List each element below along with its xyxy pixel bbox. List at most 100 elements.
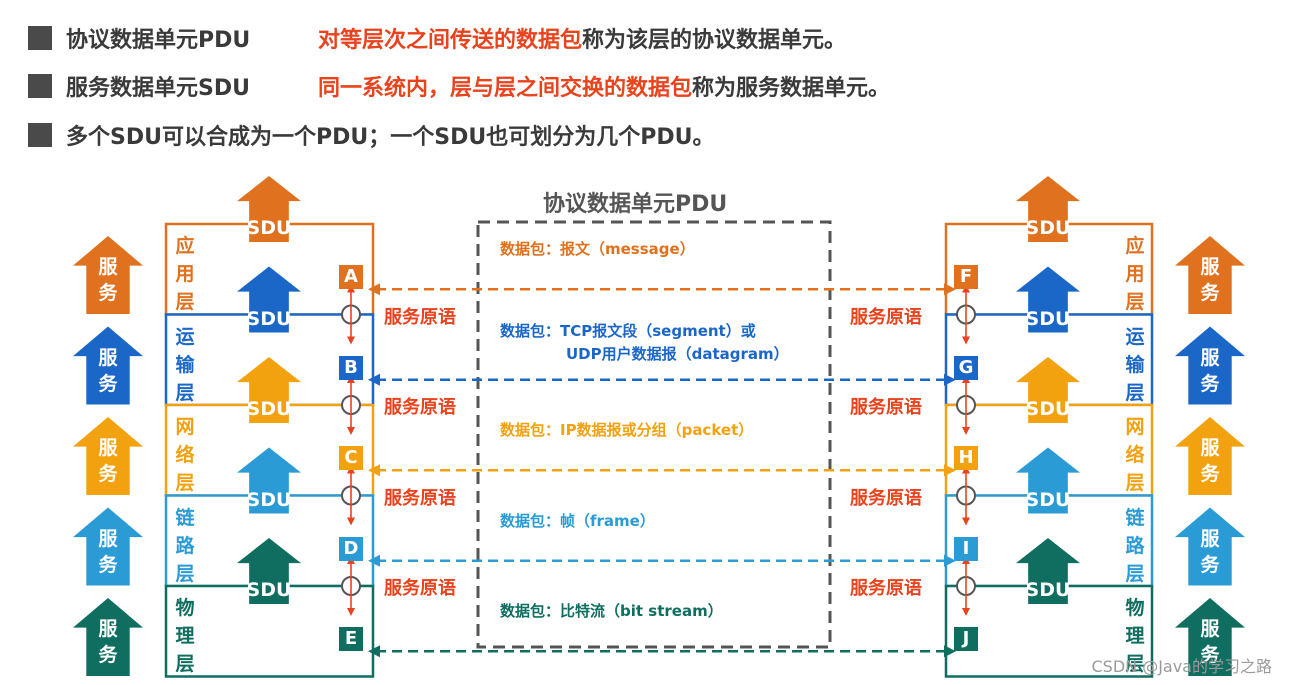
- right-sdu-label-2: SDU: [1025, 398, 1071, 420]
- left-sdu-arrow-2: [237, 357, 301, 423]
- left-node-2: C: [339, 446, 363, 471]
- left-layer-name-1: 运 输 层: [175, 325, 195, 404]
- left-primitive-label-3: 服务原语: [384, 578, 456, 599]
- right-primitive-arrow-down-0: [962, 336, 970, 345]
- peer-arrow-left-1: [368, 373, 380, 386]
- bullet-term: 服务数据单元SDU: [66, 76, 250, 101]
- right-service-label-4: 服 务: [1200, 618, 1220, 666]
- packet-label-2: 数据包：IP数据报或分组（packet）: [500, 421, 754, 439]
- right-primitive-label-2: 服务原语: [850, 487, 922, 509]
- pdu-frame: [476, 220, 832, 649]
- left-sdu-arrow-4: [237, 538, 301, 604]
- bullet-term: 多个SDU可以合成为一个PDU；一个SDU也可划分为几个PDU。: [66, 125, 715, 150]
- left-layer-name-2: 网 络 层: [175, 416, 195, 494]
- peer-arrow-right-0: [944, 283, 956, 296]
- right-primitive-label-1: 服务原语: [850, 397, 922, 418]
- left-node-4: E: [339, 627, 363, 652]
- bullet-square-icon: [28, 74, 52, 98]
- right-node-4: J: [954, 627, 978, 652]
- peer-arrow-left-3: [368, 554, 380, 567]
- bullet-sdu: 服务数据单元SDU 同一系统内，层与层之间交换的数据包 称为服务数据单元。: [28, 68, 890, 104]
- peer-arrow-right-2: [944, 464, 956, 477]
- left-primitive-label-2: 服务原语: [384, 487, 456, 509]
- left-sdu-label-3: SDU: [246, 488, 292, 511]
- peer-arrow-right-3: [944, 554, 956, 567]
- left-service-label-4: 服 务: [98, 618, 118, 666]
- left-primitive-arrow-down-2: [347, 517, 355, 526]
- packet-label-0: 数据包：报文（message）: [500, 240, 695, 258]
- packet-label-1: 数据包：TCP报文段（segment）或: [500, 321, 756, 340]
- left-service-label-3: 服 务: [98, 527, 118, 576]
- bullet-pdu: 协议数据单元PDU 对等层次之间传送的数据包 称为该层的协议数据单元。: [28, 20, 846, 56]
- left-service-label-2: 服 务: [98, 437, 118, 485]
- left-sdu-arrow-1: [237, 266, 301, 333]
- left-node-1: B: [339, 355, 363, 380]
- right-sdu-arrow-1: [1016, 266, 1080, 333]
- left-service-arrow-2: [73, 417, 143, 495]
- right-primitive-arrow-down-2: [962, 517, 970, 526]
- packet-label-cont-1: UDP用户数据报（datagram）: [566, 344, 789, 363]
- left-service-arrow-0: [73, 236, 143, 314]
- peer-arrow-left-2: [368, 464, 380, 477]
- packet-label-4: 数据包：比特流（bit stream）: [500, 602, 723, 620]
- right-sdu-arrow-2: [1016, 357, 1080, 423]
- pdu-title: 协议数据单元PDU: [543, 192, 728, 217]
- right-layer-name-1: 运 输 层: [1125, 325, 1145, 404]
- peer-arrow-right-1: [944, 373, 956, 386]
- watermark: CSDN @Java的学习之路: [1091, 657, 1272, 676]
- left-sdu-arrow-0: [237, 176, 301, 242]
- right-sdu-arrow-0: [1016, 176, 1080, 242]
- right-service-label-1: 服 务: [1200, 346, 1220, 395]
- right-service-arrow-2: [1175, 417, 1245, 495]
- left-layer-name-3: 链 路 层: [175, 506, 195, 585]
- left-primitive-arrow-down-0: [347, 336, 355, 345]
- right-primitive-arrow-down-1: [962, 427, 970, 435]
- right-layer-name-0: 应 用 层: [1125, 235, 1145, 313]
- right-service-arrow-3: [1175, 507, 1245, 586]
- left-sdu-label-2: SDU: [246, 398, 292, 420]
- bullet-rest: 称为该层的协议数据单元。: [582, 28, 847, 53]
- packet-label-3: 数据包：帧（frame）: [500, 511, 655, 530]
- peer-arrow-left-0: [368, 283, 380, 296]
- bullet-highlight: 同一系统内，层与层之间交换的数据包: [318, 76, 693, 101]
- right-service-label-2: 服 务: [1200, 437, 1220, 485]
- left-service-arrow-3: [73, 507, 143, 586]
- left-sdu-label-4: SDU: [246, 579, 292, 601]
- bullet-highlight: 对等层次之间传送的数据包: [318, 28, 583, 53]
- bullet-rest: 称为服务数据单元。: [692, 76, 891, 101]
- bullet-square-icon: [28, 26, 52, 50]
- right-primitive-label-3: 服务原语: [850, 578, 922, 599]
- left-sdu-label-0: SDU: [246, 217, 292, 239]
- left-layer-name-4: 物 理 层: [175, 597, 195, 675]
- right-primitive-label-0: 服务原语: [850, 306, 922, 328]
- right-sdu-label-3: SDU: [1025, 488, 1071, 511]
- right-node-0: F: [954, 265, 978, 290]
- peer-arrow-left-4: [368, 645, 380, 658]
- left-node-0: A: [339, 265, 363, 290]
- right-service-label-3: 服 务: [1200, 527, 1220, 576]
- bullet-relation: 多个SDU可以合成为一个PDU；一个SDU也可划分为几个PDU。: [28, 117, 714, 153]
- right-service-label-0: 服 务: [1200, 256, 1220, 304]
- left-sdu-arrow-3: [237, 447, 301, 514]
- right-node-1: G: [954, 355, 978, 380]
- right-layer-name-2: 网 络 层: [1125, 416, 1145, 494]
- right-sdu-label-1: SDU: [1025, 307, 1071, 330]
- left-primitive-arrow-down-3: [347, 608, 355, 616]
- right-service-arrow-1: [1175, 326, 1245, 405]
- right-service-arrow-0: [1175, 236, 1245, 314]
- right-primitive-arrow-down-3: [962, 608, 970, 616]
- right-sdu-label-0: SDU: [1025, 217, 1071, 239]
- right-node-3: I: [954, 536, 978, 561]
- right-sdu-arrow-4: [1016, 538, 1080, 604]
- left-primitive-label-0: 服务原语: [384, 306, 456, 328]
- left-service-label-0: 服 务: [98, 256, 118, 304]
- left-layer-name-0: 应 用 层: [175, 235, 195, 313]
- right-service-arrow-4: [1175, 598, 1245, 676]
- right-sdu-arrow-3: [1016, 447, 1080, 514]
- right-sdu-label-4: SDU: [1025, 579, 1071, 601]
- left-service-arrow-1: [73, 326, 143, 405]
- right-layer-name-3: 链 路 层: [1125, 506, 1145, 585]
- bullet-term: 协议数据单元PDU: [66, 28, 251, 53]
